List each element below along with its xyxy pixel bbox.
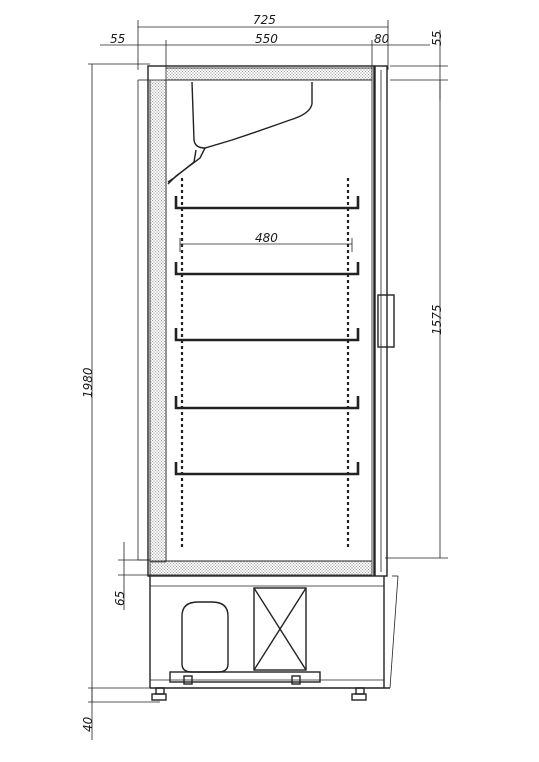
dimension-door-height: 1575 [385,80,448,559]
dimension-top-row: 55 550 80 [100,32,430,70]
shelf-rails [180,178,350,548]
dimension-total-height: 1980 [81,63,150,702]
shelf-3 [174,328,360,342]
dim-label-40: 40 [81,716,95,732]
shelf-1 [174,196,360,210]
feet [151,687,367,701]
dim-label-65: 65 [113,591,127,606]
compressor [181,601,229,673]
dimension-shelf-width: 480 [179,231,353,252]
foot-left [155,687,165,695]
glass-door [374,65,395,577]
base-plate [169,671,321,683]
top-insulation [165,67,373,81]
dim-label-1575: 1575 [430,304,444,335]
dim-label-55-right: 55 [430,31,444,46]
door-handle [377,294,395,348]
dimension-top-offset: 55 [390,30,448,100]
shelf-5 [174,462,360,476]
dim-label-1980: 1980 [81,367,95,398]
cabinet-body [137,65,375,577]
condenser-box [253,587,307,671]
bottom-insulation [149,560,373,576]
shelf-2 [174,262,360,276]
shelf-4 [174,396,360,410]
machine-compartment [149,575,399,689]
dimension-base-height: 65 [113,542,150,610]
dimension-overall-width: 725 [137,13,389,70]
left-insulation [149,79,167,563]
dimension-foot-height: 40 [81,687,160,740]
dim-label-550: 550 [255,32,278,46]
dim-label-55-left: 55 [110,32,125,46]
foot-right [355,687,365,695]
evaporator-duct [167,81,313,185]
dim-label-725: 725 [253,13,276,27]
dim-label-80: 80 [374,32,390,46]
dim-label-480: 480 [255,231,278,245]
